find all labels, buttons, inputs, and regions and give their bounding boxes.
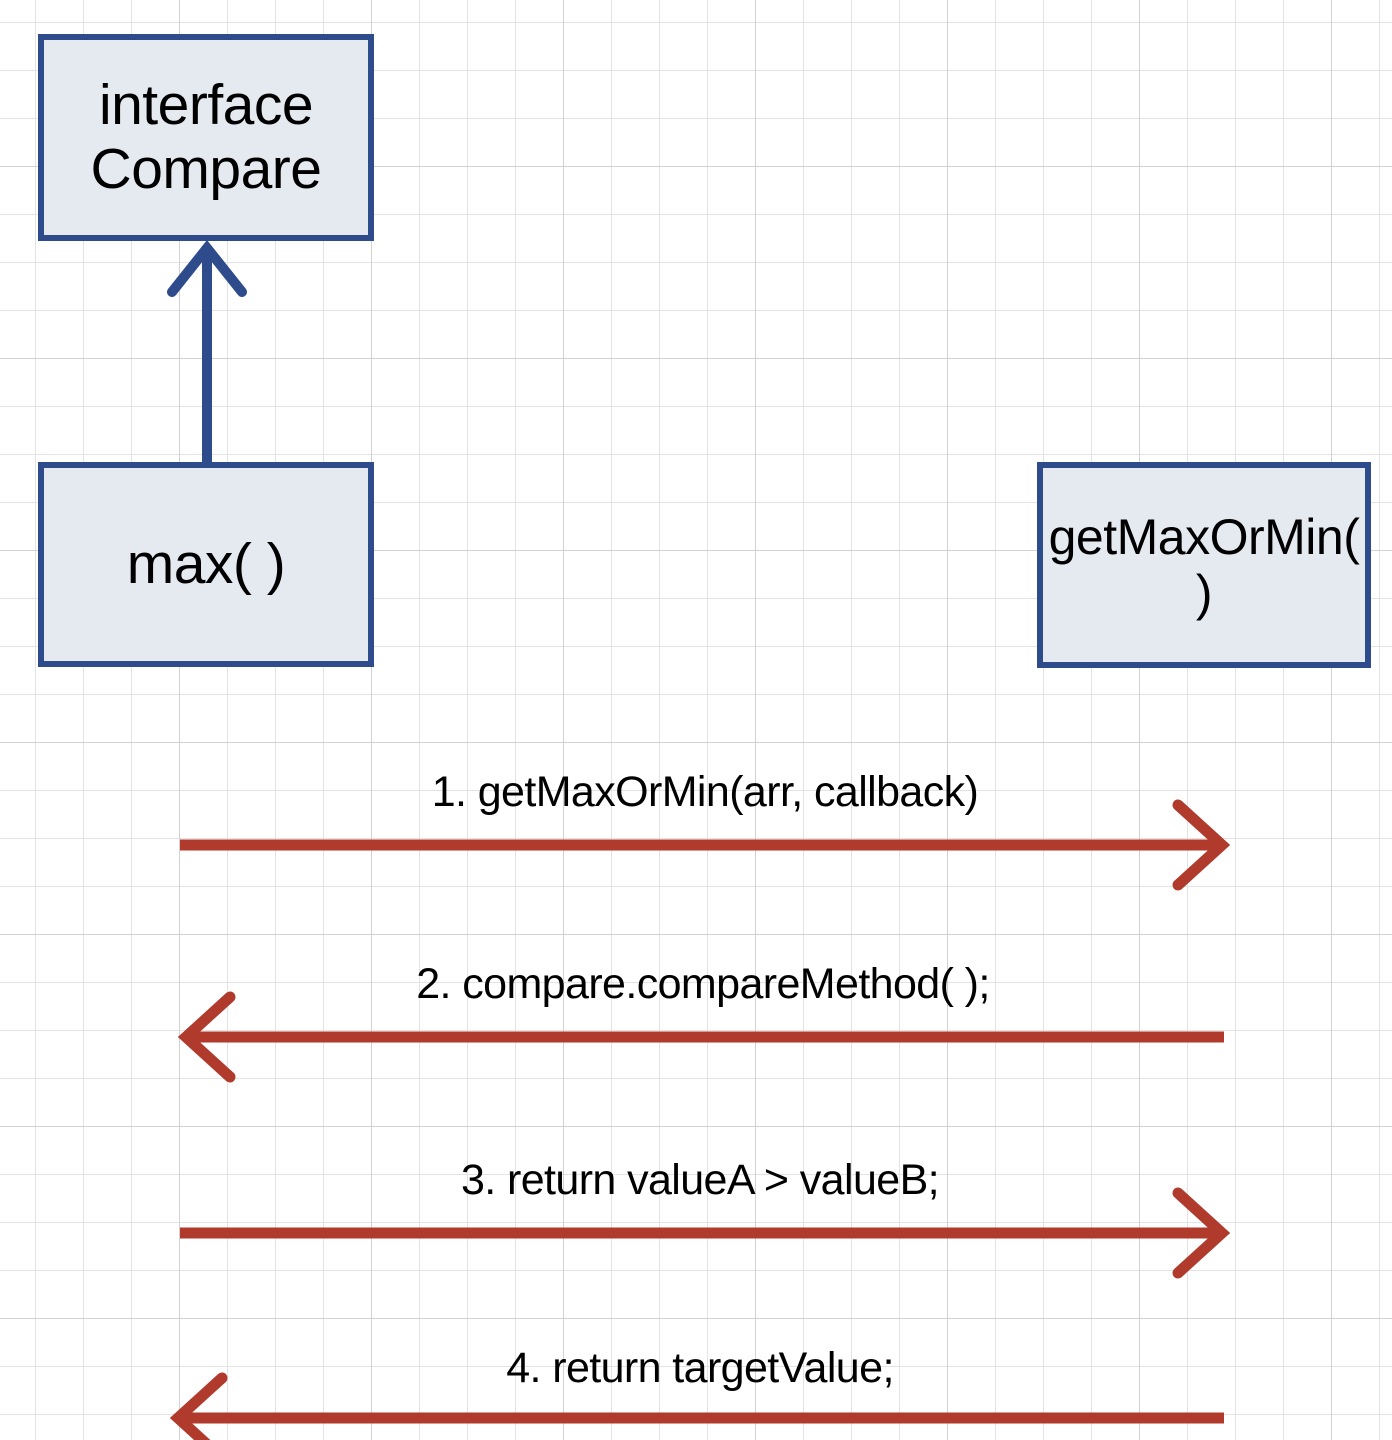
- message-arrow-3[interactable]: [180, 1187, 1231, 1279]
- message-arrow-1[interactable]: [180, 799, 1231, 891]
- node-max[interactable]: max( ): [38, 462, 374, 667]
- message-label-2: 2. compare.compareMethod( );: [416, 960, 990, 1008]
- node-interface-compare[interactable]: interface Compare: [38, 34, 374, 241]
- message-arrow-4-head: [169, 1372, 228, 1440]
- message-arrow-3-head: [1172, 1187, 1231, 1279]
- node-get-max-or-min[interactable]: getMaxOrMin( ): [1037, 462, 1371, 668]
- inheritance-arrow-head: [167, 239, 247, 297]
- message-arrow-1-head: [1172, 799, 1231, 891]
- message-label-3: 3. return valueA > valueB;: [460, 1156, 940, 1204]
- message-arrow-2-head: [177, 991, 236, 1083]
- message-label-1: 1. getMaxOrMin(arr, callback): [431, 768, 979, 816]
- message-label-4: 4. return targetValue;: [506, 1344, 894, 1392]
- message-arrow-2[interactable]: [177, 991, 1224, 1083]
- inheritance-arrow-max-to-compare[interactable]: [167, 239, 247, 462]
